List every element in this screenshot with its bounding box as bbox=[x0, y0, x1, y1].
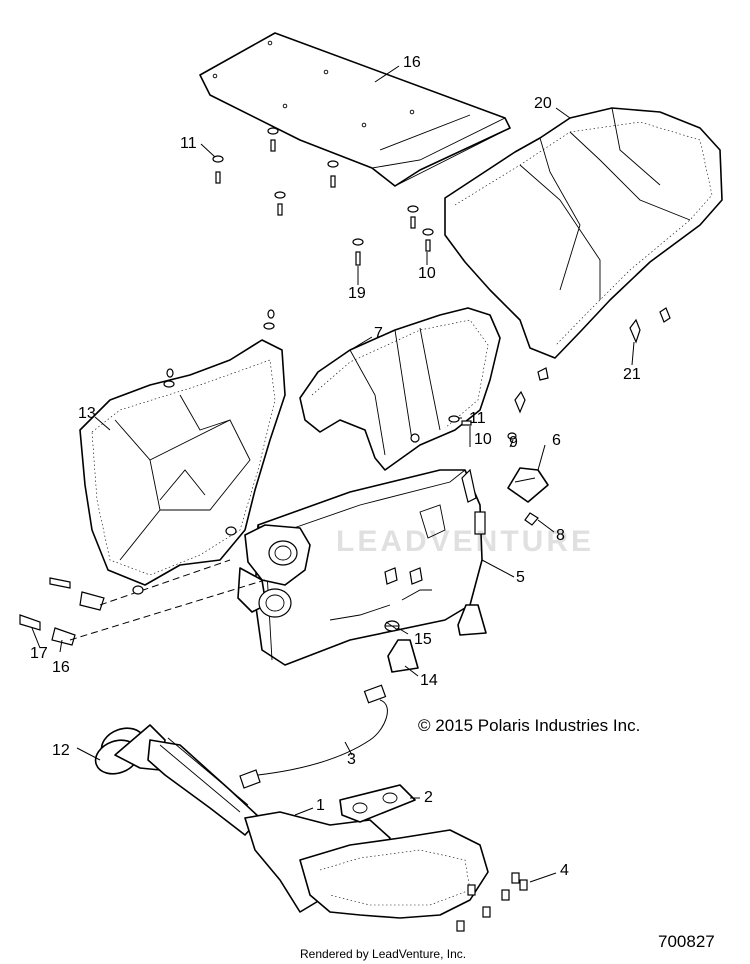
callout-1: 1 bbox=[316, 797, 325, 814]
callout-17: 17 bbox=[30, 645, 48, 662]
part-5-muffler[interactable] bbox=[254, 469, 486, 666]
callout-11-top: 11 bbox=[180, 135, 197, 152]
callout-9: 9 bbox=[509, 434, 518, 451]
part-1-head-pipe[interactable] bbox=[114, 724, 489, 919]
callout-10-mid: 10 bbox=[474, 431, 492, 448]
callout-6: 6 bbox=[552, 432, 561, 449]
callout-labels: 16 20 11 10 19 7 21 13 11 10 9 6 8 5 15 … bbox=[30, 54, 641, 879]
part-13-side-heat-shield[interactable] bbox=[79, 339, 286, 586]
copyright-notice: © 2015 Polaris Industries Inc. bbox=[418, 716, 641, 735]
drawing-number: 700827 bbox=[658, 932, 715, 951]
callout-21: 21 bbox=[623, 366, 641, 383]
part-19-heat-shield-upper[interactable] bbox=[444, 107, 723, 359]
rendered-by-credit: Rendered by LeadVenture, Inc. bbox=[300, 947, 467, 961]
callout-12: 12 bbox=[52, 742, 70, 759]
callout-3: 3 bbox=[347, 751, 356, 768]
callout-18: 16 bbox=[403, 54, 421, 71]
part-7-muffler-heat-shield[interactable] bbox=[299, 307, 501, 471]
callout-10-top: 10 bbox=[418, 265, 436, 282]
watermark-text: LEADVENTURE bbox=[336, 525, 595, 558]
part-2-gasket[interactable] bbox=[339, 784, 416, 823]
part-3-o2-sensor[interactable] bbox=[239, 684, 388, 789]
part-18-heat-shield-plate[interactable] bbox=[199, 32, 511, 187]
callout-4: 4 bbox=[560, 862, 569, 879]
callout-2: 2 bbox=[424, 789, 433, 806]
callout-14: 14 bbox=[420, 672, 438, 689]
callout-15: 15 bbox=[414, 631, 432, 648]
callout-5: 5 bbox=[516, 569, 525, 586]
leader-lines bbox=[31, 65, 635, 883]
callout-16: 16 bbox=[52, 659, 70, 676]
parts-16-17-springs-bolts[interactable] bbox=[19, 559, 266, 646]
muffler-inlet-flange bbox=[237, 524, 311, 618]
callout-20: 19 bbox=[348, 285, 366, 302]
callout-7: 7 bbox=[374, 325, 383, 342]
callout-8: 8 bbox=[556, 527, 565, 544]
callout-11-mid: 11 bbox=[469, 410, 486, 427]
part-15-spring[interactable] bbox=[384, 620, 400, 632]
fasteners[interactable] bbox=[132, 127, 671, 932]
callout-19: 20 bbox=[534, 95, 552, 112]
part-14-isolators[interactable] bbox=[387, 604, 487, 673]
part-6-end-cap[interactable] bbox=[507, 467, 549, 503]
callout-13: 13 bbox=[78, 405, 96, 422]
